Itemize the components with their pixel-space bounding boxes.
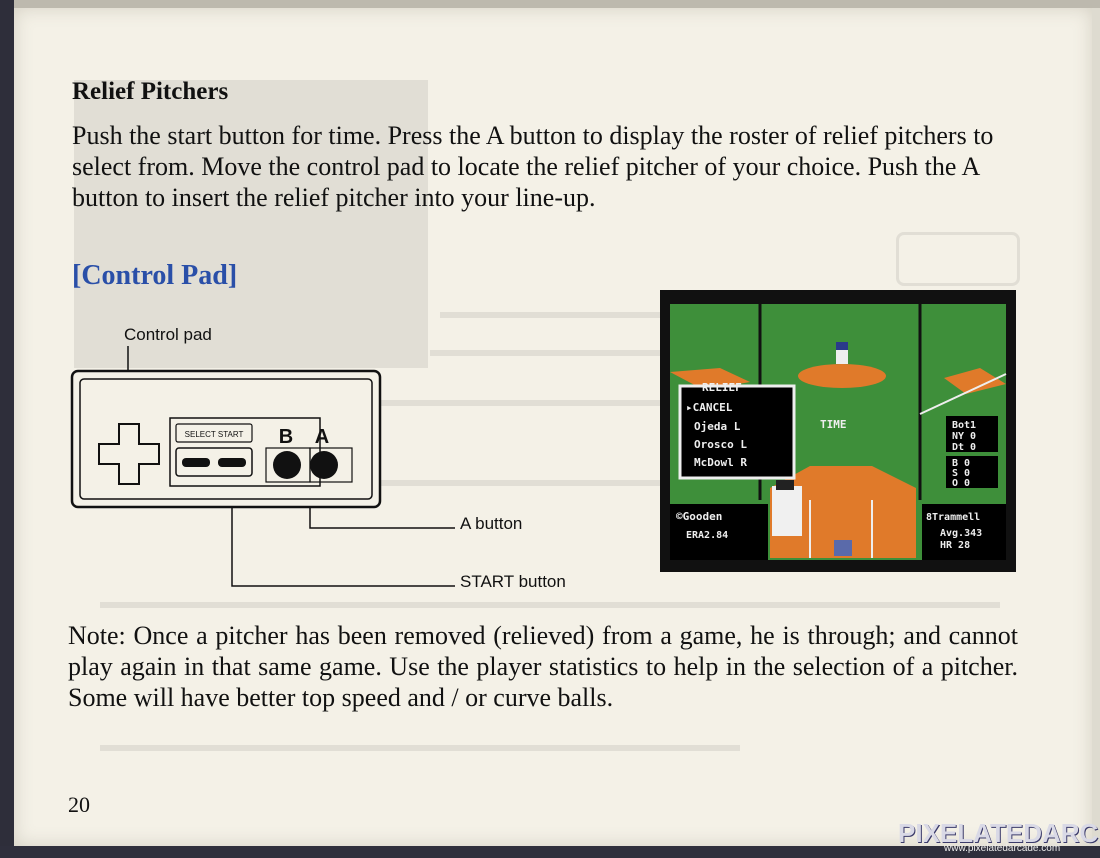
dpad-icon [98, 423, 160, 485]
batter-sprite [772, 486, 802, 536]
control-pad-callout: Control pad [124, 325, 212, 344]
show-through-image [74, 80, 428, 368]
scoreboard-box [946, 416, 998, 452]
page-right-edge [1092, 8, 1100, 846]
count-box [946, 456, 998, 488]
batter-name: 8Trammell [926, 512, 980, 523]
relief-menu-title: RELIEF [702, 381, 742, 394]
page-top-strip [0, 0, 1100, 8]
b-letter: B [279, 426, 293, 448]
pitcher-info-box [670, 504, 768, 560]
batter-helmet-sprite [776, 480, 794, 490]
strikes-count: S 0 [952, 468, 970, 479]
select-start-label-box [175, 423, 253, 443]
catcher-sprite [834, 540, 852, 556]
time-label: TIME [820, 418, 847, 431]
controller-body [70, 369, 382, 509]
start-button-leader-line [231, 470, 455, 587]
page-bottom-strip [0, 846, 1100, 858]
controller-inner-border [79, 378, 373, 500]
game-screenshot: RELIEF ▸CANCEL Ojeda L Orosco L McDowl R… [660, 290, 1016, 572]
watermark-logo: PIXELATEDARCADE [898, 818, 1100, 848]
control-pad-heading: [Control Pad] [72, 260, 238, 291]
watermark-url: www.pixelatedarcade.com [944, 843, 1061, 854]
show-through-arrow-box [896, 232, 1020, 286]
a-letter: A [315, 426, 329, 448]
show-through-text-block [100, 745, 740, 751]
balls-count: B 0 [952, 458, 970, 469]
show-through-text-block [100, 602, 1000, 608]
pitcher-era: ERA2.84 [686, 530, 728, 541]
pitcher-sprite [836, 348, 848, 364]
relief-menu-item: Ojeda L [694, 420, 741, 433]
score-ny: NY 0 [952, 431, 976, 442]
a-button-icon [310, 451, 338, 479]
a-button-callout: A button [460, 514, 523, 533]
batter-info-box [922, 504, 1006, 560]
relief-pitchers-heading: Relief Pitchers [72, 78, 229, 105]
page-number: 20 [68, 792, 90, 817]
pitcher-name: ©Gooden [676, 510, 722, 523]
batter-average: Avg.343 [940, 528, 982, 539]
b-button-icon [273, 451, 301, 479]
relief-note: Note: Once a pitcher has been removed (r… [68, 621, 1018, 712]
select-button-icon [182, 458, 210, 467]
start-button-callout: START button [460, 572, 566, 591]
relief-menu-item: Orosco L [694, 438, 747, 451]
select-start-frame [175, 447, 253, 477]
first-base-dirt [944, 368, 1006, 394]
relief-menu-item: ▸CANCEL [686, 401, 733, 414]
pitcher-cap-sprite [836, 342, 848, 350]
select-start-text: SELECT START [185, 430, 244, 439]
relief-menu-item: McDowl R [694, 456, 747, 469]
score-dt: Dt 0 [952, 442, 976, 453]
relief-menu-box [678, 384, 796, 480]
start-button-icon [218, 458, 246, 467]
batter-home-runs: HR 28 [940, 540, 970, 551]
outs-count: O 0 [952, 478, 970, 489]
home-plate-dirt [770, 466, 916, 558]
foul-line [919, 373, 1007, 415]
pitchers-mound [798, 364, 886, 388]
relief-pitchers-instructions: Push the start button for time. Press th… [72, 121, 994, 212]
binding-spine [0, 0, 14, 858]
inning-text: Bot1 [952, 420, 976, 431]
